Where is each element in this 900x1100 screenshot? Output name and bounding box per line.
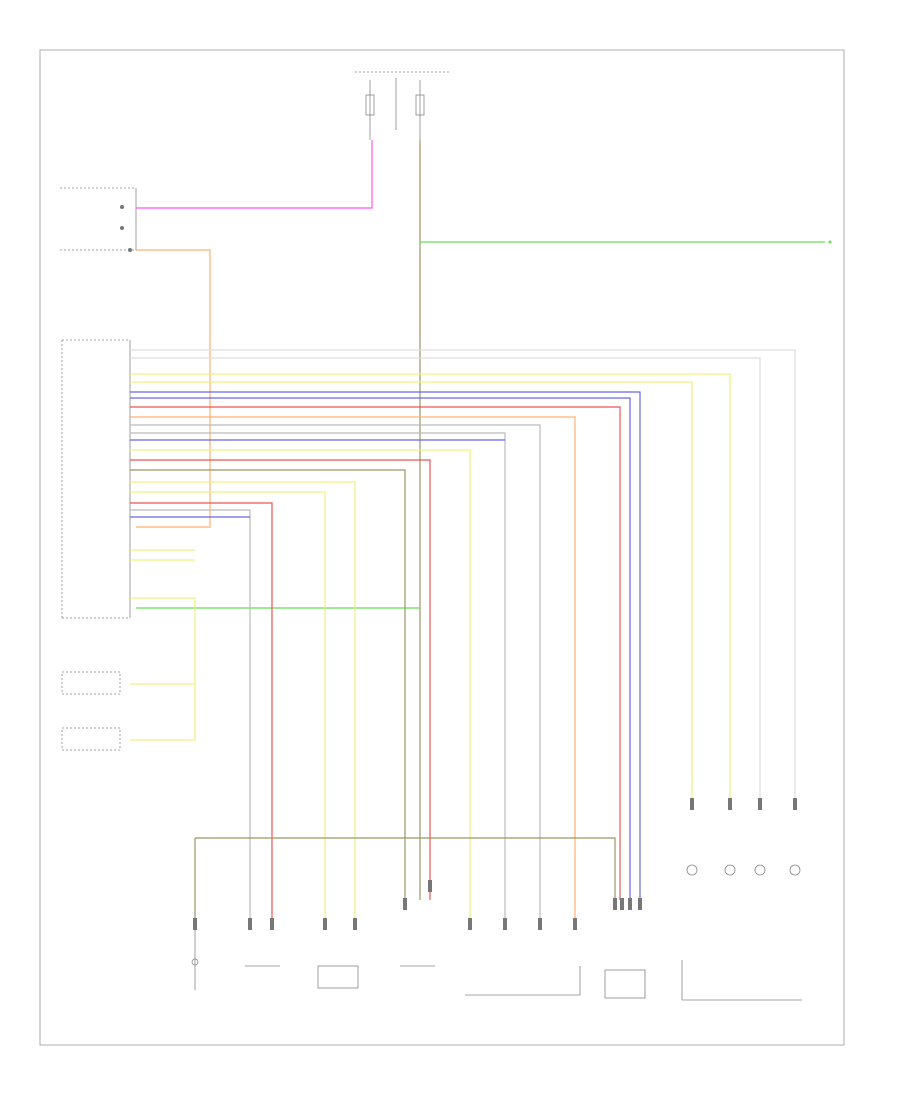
body-control-module [61,727,121,751]
bottom-components [191,864,802,1001]
engine-control-module [61,671,121,695]
fuse-box [355,71,450,140]
wires [130,140,825,920]
passenger-airbag-switch [60,187,137,252]
connector-pins [193,798,797,930]
data-link-end [828,240,832,244]
diagram-frame [39,49,845,1046]
restraints-control-module [61,339,131,619]
